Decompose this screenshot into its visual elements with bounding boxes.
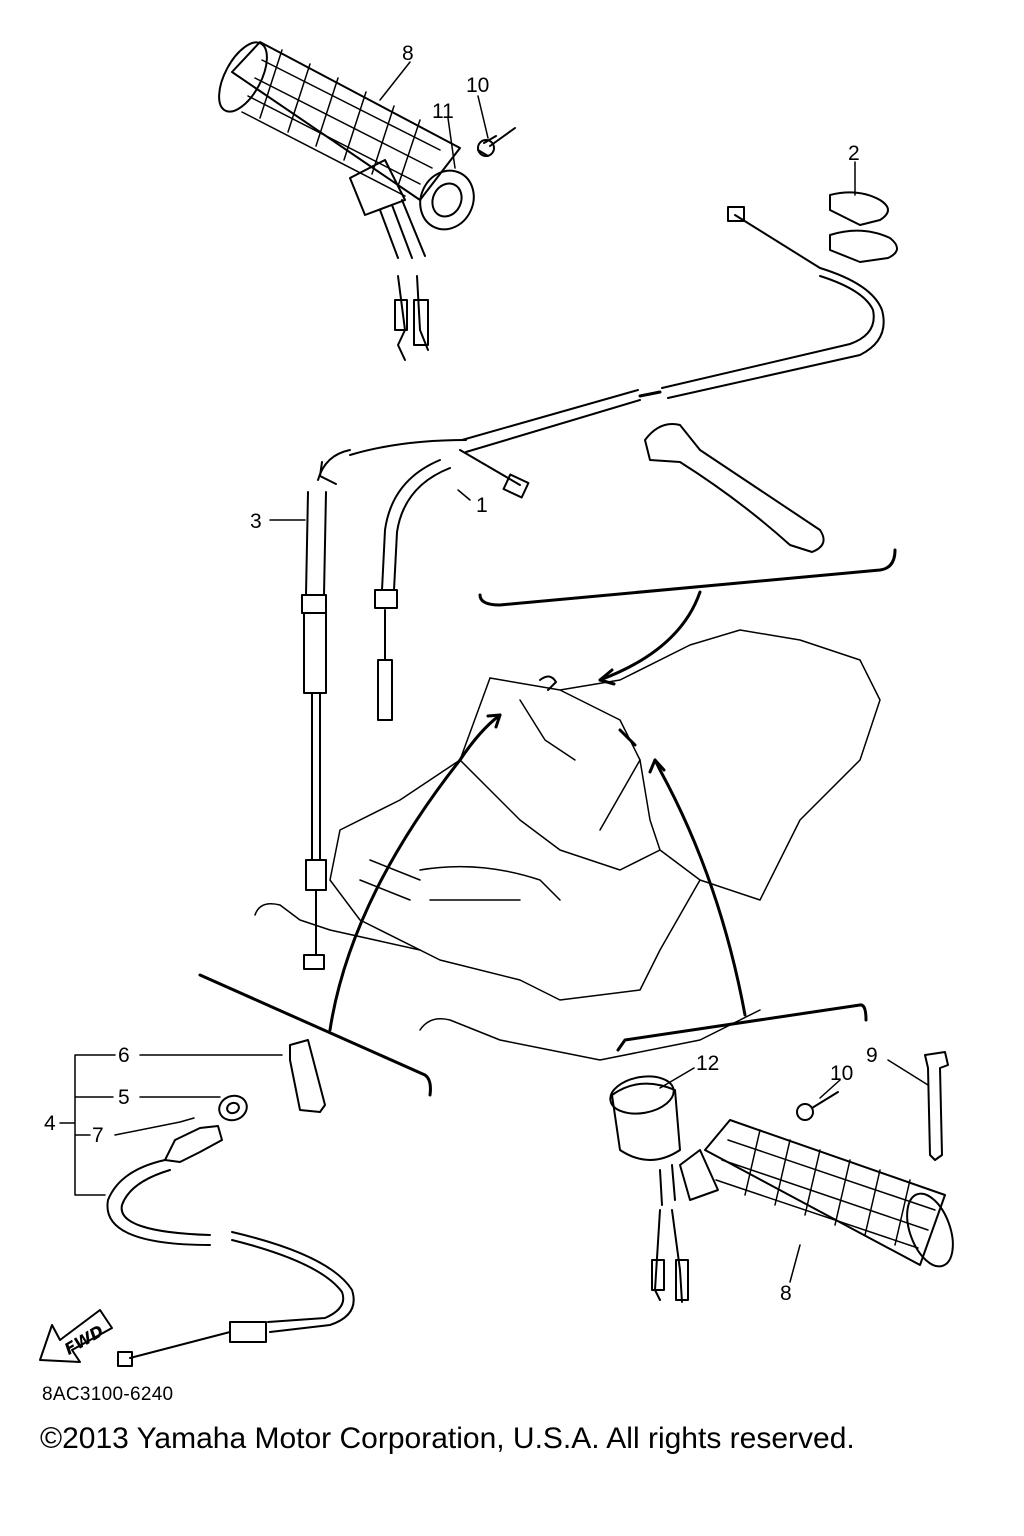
brake-lever <box>644 423 825 553</box>
callout-8-top: 8 <box>402 42 414 65</box>
handlebar-grip-top <box>218 41 461 259</box>
heater-wire-connectors-top <box>394 275 429 361</box>
callout-7: 7 <box>92 1124 104 1147</box>
snowmobile-body <box>254 629 881 1061</box>
callout-6: 6 <box>118 1044 130 1067</box>
inset-bracket-top <box>478 548 897 607</box>
choke-cable <box>301 449 351 970</box>
inset-bracket-right <box>616 1003 868 1052</box>
cable-tie <box>924 1051 949 1161</box>
forward-direction-arrow <box>39 1309 113 1363</box>
callout-10-bottom: 10 <box>830 1062 853 1085</box>
callout-11: 11 <box>432 100 454 123</box>
throttle-cable <box>349 206 885 721</box>
callout-2: 2 <box>848 142 860 165</box>
screw-top <box>477 127 516 157</box>
callout-1: 1 <box>476 494 488 517</box>
screw-bottom <box>796 1091 839 1121</box>
grip-location-marker <box>539 675 637 747</box>
handlebar-grip-bottom <box>651 1119 954 1303</box>
copyright-notice: ©2013 Yamaha Motor Corporation, U.S.A. A… <box>40 1422 855 1455</box>
fwd-label: FWD <box>61 1321 107 1358</box>
pointer-arrow-left <box>328 713 502 1032</box>
grip-end-collar <box>419 169 475 231</box>
callout-9: 9 <box>866 1044 878 1067</box>
pointer-arrow-right <box>653 758 747 1017</box>
cable-retainer-clip <box>829 191 898 263</box>
callout-12: 12 <box>696 1052 719 1075</box>
callout-8-bottom: 8 <box>780 1282 792 1305</box>
grip-end-cap <box>609 1075 681 1161</box>
callout-10-top: 10 <box>466 74 489 97</box>
callout-4: 4 <box>44 1112 56 1135</box>
diagram-code: 8AC3100-6240 <box>42 1384 174 1405</box>
callout-3: 3 <box>250 510 262 533</box>
leader-lines <box>269 61 929 1283</box>
inset-bracket-left <box>198 973 432 1097</box>
pointer-arrow-top <box>598 590 702 682</box>
choke-knob-assembly <box>59 1039 355 1367</box>
diagram-canvas: 8 10 11 2 3 1 6 5 4 7 12 10 9 8 FWD <box>39 41 954 1367</box>
callout-5: 5 <box>118 1086 130 1109</box>
